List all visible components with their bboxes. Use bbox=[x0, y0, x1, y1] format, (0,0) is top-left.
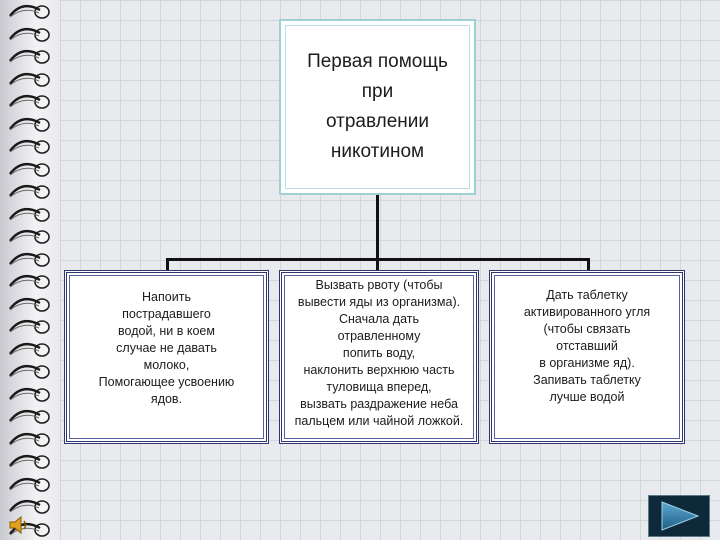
connector-right-drop bbox=[587, 258, 590, 271]
binding-ring-icon bbox=[9, 342, 50, 357]
play-triangle-icon bbox=[661, 501, 700, 531]
binding-ring-icon bbox=[9, 477, 50, 492]
binding-ring-icon bbox=[9, 319, 50, 334]
child-node-1: Напоить пострадавшего водой, ни в коем с… bbox=[64, 270, 269, 444]
binding-ring-icon bbox=[9, 252, 50, 267]
next-slide-button[interactable] bbox=[648, 495, 710, 537]
binding-ring-icon bbox=[9, 139, 50, 154]
binding-ring-icon bbox=[9, 4, 50, 19]
binding-ring-icon bbox=[9, 522, 50, 537]
connector-middle-drop bbox=[376, 258, 379, 271]
spiral-binding bbox=[0, 0, 60, 540]
binding-ring-icon bbox=[9, 72, 50, 87]
binding-ring-icon bbox=[9, 274, 50, 289]
child-node-label: Дать таблетку активированного угля (чтоб… bbox=[523, 288, 651, 404]
binding-ring-icon bbox=[9, 117, 50, 132]
child-node-3: Дать таблетку активированного угля (чтоб… bbox=[489, 270, 685, 444]
binding-ring-icon bbox=[9, 207, 50, 222]
binding-ring-icon bbox=[9, 27, 50, 42]
binding-ring-icon bbox=[9, 229, 50, 244]
child-node-label: Вызвать рвоту (чтобы вывести яды из орга… bbox=[294, 278, 464, 428]
connector-left-drop bbox=[166, 258, 169, 271]
binding-ring-icon bbox=[9, 162, 50, 177]
binding-ring-icon bbox=[9, 94, 50, 109]
binding-ring-icon bbox=[9, 432, 50, 447]
root-node-label: Первая помощь при отравлении никотином bbox=[307, 51, 448, 162]
speaker-icon[interactable] bbox=[8, 514, 30, 536]
connector-root-down bbox=[376, 195, 379, 259]
child-node-label: Напоить пострадавшего водой, ни в коем с… bbox=[98, 290, 235, 406]
binding-ring-icon bbox=[9, 184, 50, 199]
root-node: Первая помощь при отравлении никотином bbox=[279, 19, 476, 195]
binding-ring-icon bbox=[9, 364, 50, 379]
child-node-2: Вызвать рвоту (чтобы вывести яды из орга… bbox=[279, 270, 479, 444]
binding-ring-icon bbox=[9, 387, 50, 402]
binding-ring-icon bbox=[9, 297, 50, 312]
binding-ring-icon bbox=[9, 499, 50, 514]
binding-ring-icon bbox=[9, 454, 50, 469]
binding-ring-icon bbox=[9, 49, 50, 64]
binding-ring-icon bbox=[9, 409, 50, 424]
